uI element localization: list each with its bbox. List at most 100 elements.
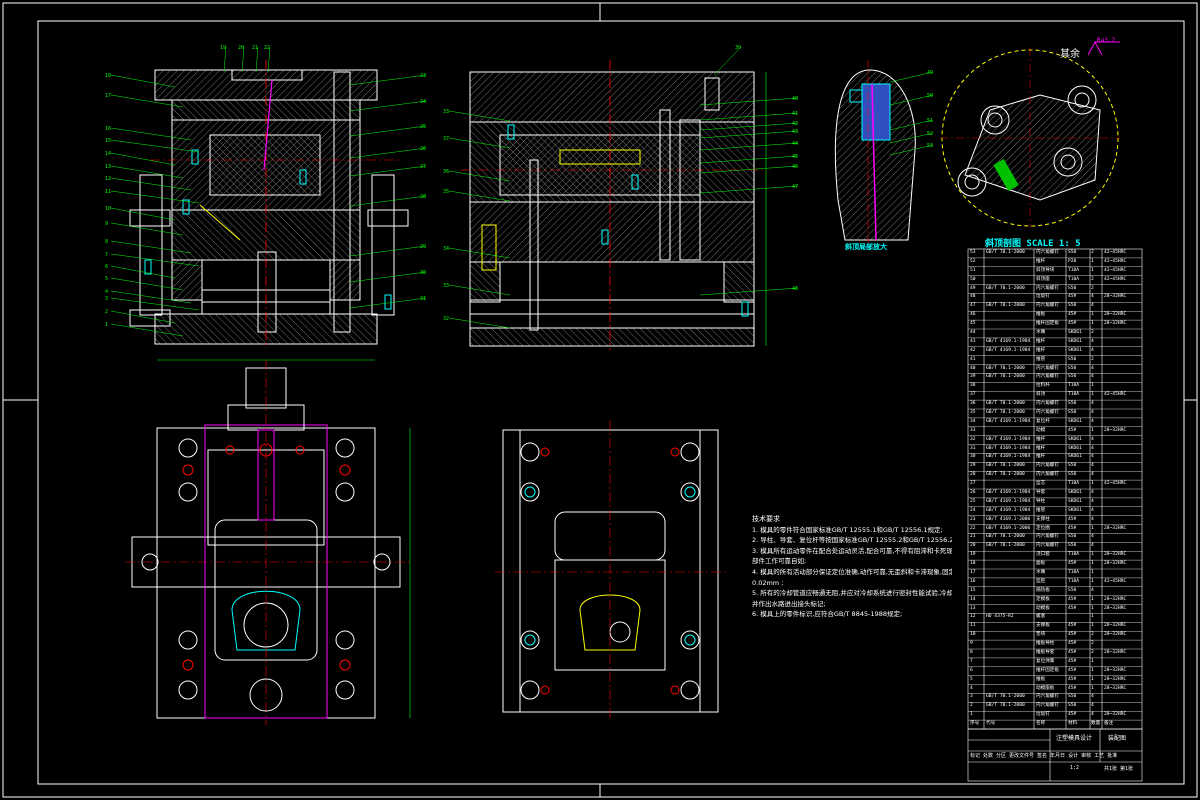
- bom-cell: 45#: [1068, 667, 1077, 673]
- detail-caption: 斜顶局部放大: [845, 243, 887, 251]
- bom-cell: 推杆: [1036, 454, 1046, 460]
- bom-cell: 4: [1091, 294, 1094, 300]
- callout-leader: [699, 287, 799, 296]
- callout-leader: [110, 323, 184, 337]
- bom-cell: 导柱: [1036, 498, 1046, 504]
- bom-cell: T10A: [1068, 383, 1080, 389]
- callout-label: 41: [792, 111, 798, 117]
- bom-cell: 28~32HRC: [1104, 561, 1127, 567]
- bom-cell: 45#: [1068, 712, 1077, 718]
- bom-cell: 动模: [1036, 427, 1046, 433]
- bom-cell: 49: [970, 285, 976, 291]
- bom-cell: 24: [970, 507, 976, 513]
- callout-leader: [110, 74, 176, 88]
- title-block-sheet: 共1张 第1张: [1104, 766, 1134, 772]
- callout-leader: [267, 46, 271, 73]
- callout-label: 25: [420, 124, 426, 130]
- section-caption: 斜顶剖图 SCALE 1: 5: [985, 239, 1081, 249]
- technical-note-line: 部件工作可靠自如;: [752, 557, 807, 566]
- bom-cell: 13: [970, 605, 976, 611]
- bom-cell: 内六角螺钉: [1036, 694, 1059, 700]
- callout-label: 40: [792, 96, 798, 102]
- callout-label: 18: [105, 73, 111, 79]
- bom-cell: 42~45HRC: [1104, 267, 1127, 273]
- bom-cell: 27: [970, 481, 976, 487]
- circular-detail-view: [940, 40, 1120, 228]
- callout-leader: [223, 46, 227, 73]
- bom-cell: 推管: [1036, 356, 1046, 362]
- bom-cell: 28~32HRC: [1104, 552, 1127, 558]
- bom-cell: 推杆固定板: [1036, 667, 1059, 673]
- callout-label: 11: [105, 189, 111, 195]
- bom-cell: 内六角螺钉: [1036, 250, 1059, 255]
- callout-label: 39: [735, 45, 741, 51]
- callout-leader: [699, 112, 799, 121]
- bom-cell: 复位弹簧: [1036, 658, 1055, 664]
- callout-leader: [889, 132, 934, 144]
- bom-cell: S50: [1068, 356, 1077, 362]
- callout-leader: [349, 245, 427, 257]
- bom-cell: GB/T 70.1-2000: [986, 365, 1025, 371]
- bom-cell: 支撑柱: [1036, 516, 1050, 522]
- callout-label: 17: [105, 93, 111, 99]
- bom-cell: 4: [1091, 490, 1094, 495]
- bom-cell: 19: [970, 552, 976, 558]
- bom-cell: GB/T 4169.1-1984: [986, 436, 1031, 442]
- callout-label: 34: [443, 246, 449, 252]
- callout-label: 14: [105, 151, 111, 157]
- bom-cell: 垃圾钉: [1036, 712, 1050, 718]
- callout-leader: [110, 265, 176, 279]
- bom-cell: 30: [970, 454, 976, 460]
- bom-cell: 内六角螺钉: [1036, 374, 1059, 380]
- callout-label: 35: [443, 189, 449, 195]
- bom-cell: 推板导套: [1036, 650, 1055, 655]
- bom-cell: 1: [1091, 561, 1094, 567]
- bom-cell: 34: [970, 418, 976, 424]
- bom-cell: 定模板: [1036, 596, 1050, 602]
- bom-cell: 28~32HRC: [1104, 685, 1127, 691]
- bom-cell: 导套: [1036, 490, 1046, 495]
- bom-cell: 4: [1091, 463, 1094, 469]
- callout-leader: [349, 195, 427, 207]
- bom-cell: 1: [1091, 481, 1094, 487]
- bom-cell: 垫块: [1036, 632, 1046, 638]
- bom-cell: S50: [1068, 587, 1077, 593]
- bom-cell: GB/T 70.1-2000: [986, 410, 1025, 415]
- bom-cell: 33: [970, 427, 976, 433]
- callout-label: 26: [420, 146, 426, 152]
- callout-label: 23: [420, 73, 426, 79]
- bom-cell: GB/T 70.1-2000: [986, 472, 1025, 478]
- bom-cell: SKD61: [1068, 454, 1082, 460]
- bom-cell: GB/T 4169.1-1984: [986, 338, 1031, 344]
- callout-label: 37: [443, 136, 449, 142]
- bom-cell: GB/T 4169.1-1984: [986, 490, 1031, 495]
- bom-row-lines: [968, 257, 1142, 721]
- bom-cell: 25: [970, 498, 976, 504]
- bom-cell: 28~32HRC: [1104, 667, 1127, 673]
- bom-cell: 45#: [1068, 623, 1077, 629]
- bom-cell: 4: [1091, 445, 1094, 451]
- bom-cell: 1: [1091, 578, 1094, 584]
- bom-cell: T10A: [1068, 570, 1080, 575]
- bom-cell: 45#: [1068, 650, 1077, 655]
- callout-label: 21: [252, 45, 258, 51]
- bom-cell: 28~32HRC: [1104, 294, 1127, 300]
- bom-cell: GB/T 70.1-2000: [986, 250, 1025, 255]
- callout-leader: [889, 71, 934, 83]
- bom-cell: 1: [1091, 321, 1094, 327]
- callout-leader: [255, 46, 259, 73]
- bom-cell: 4: [1091, 543, 1094, 549]
- callout-leader: [110, 94, 184, 108]
